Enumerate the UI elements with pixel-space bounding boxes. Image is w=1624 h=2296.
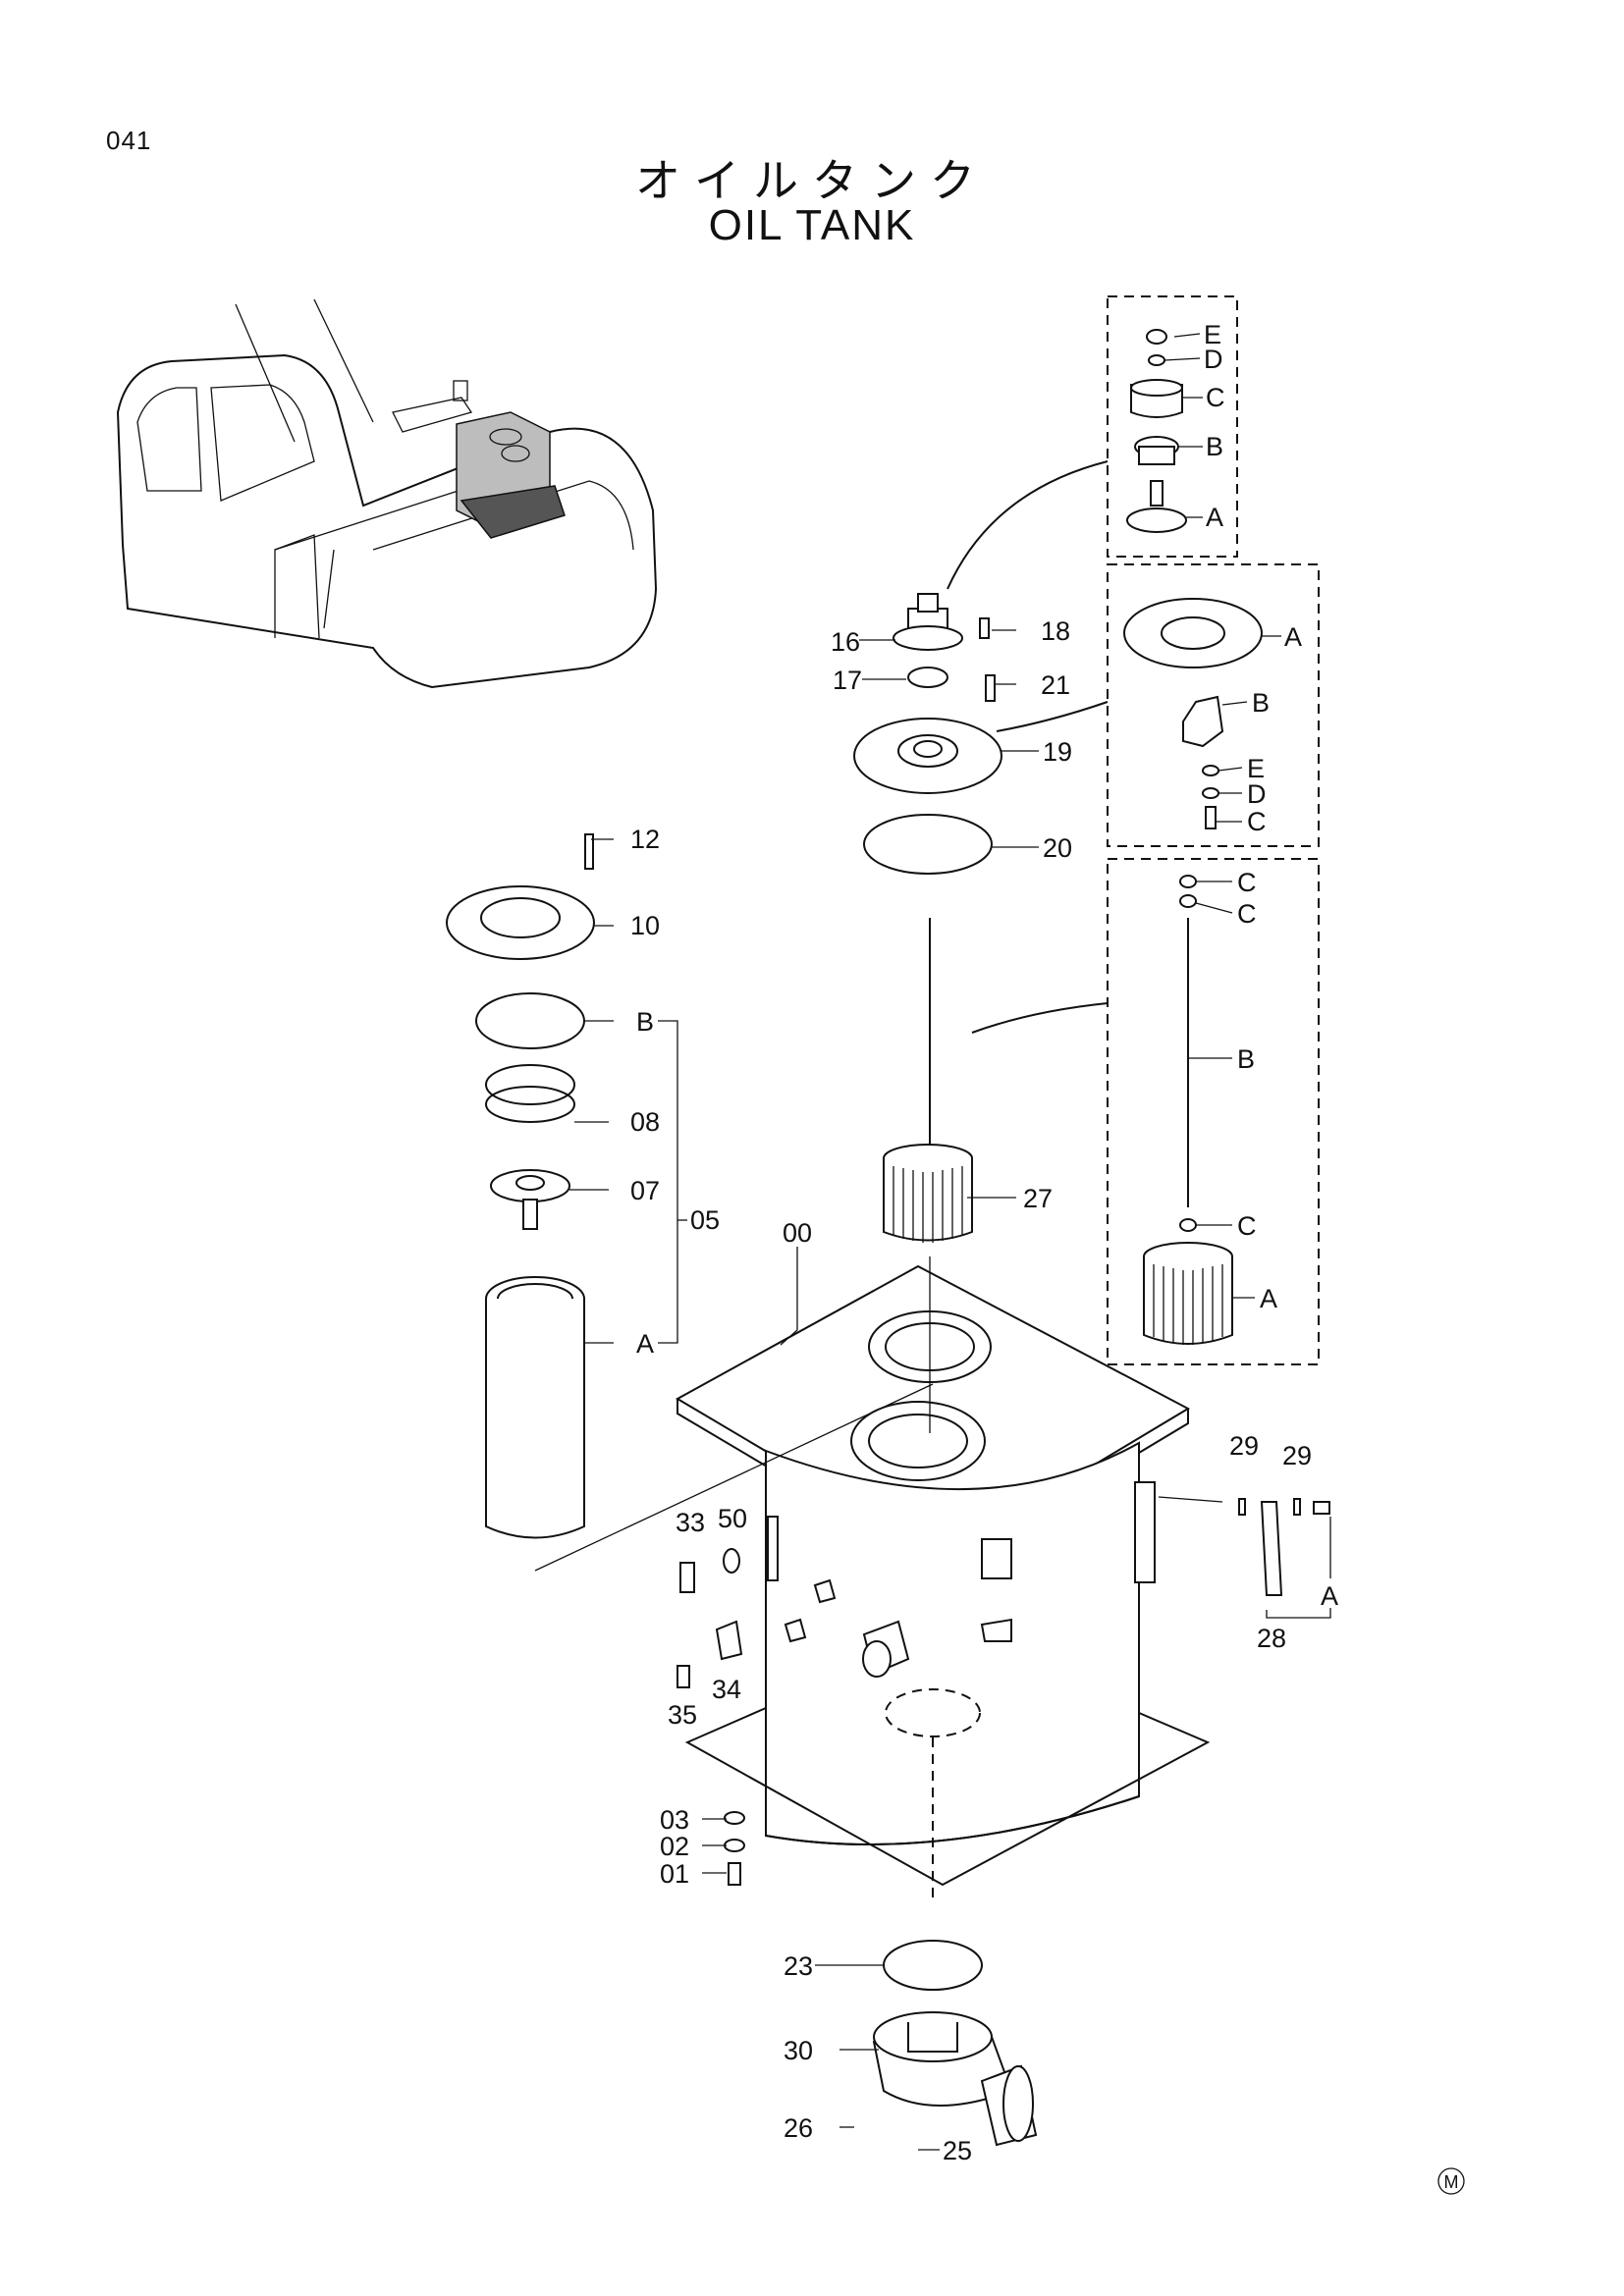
label-26: 26	[784, 2113, 813, 2143]
label-b-box3: B	[1237, 1044, 1255, 1074]
label-21: 21	[1041, 670, 1070, 700]
cover-detail-parts	[1123, 598, 1263, 829]
m-mark-letter: M	[1444, 2172, 1459, 2192]
return-filter-assembly-05	[446, 833, 595, 1539]
detail-box-filter	[1107, 858, 1320, 1365]
label-b-05: B	[636, 1007, 654, 1037]
m-mark: M	[1437, 2167, 1465, 2195]
label-20: 20	[1043, 833, 1072, 863]
label-12: 12	[630, 825, 660, 854]
label-a-box1: A	[1206, 503, 1223, 532]
label-c-box1: C	[1206, 383, 1225, 412]
label-25: 25	[943, 2136, 972, 2165]
label-34: 34	[712, 1675, 741, 1704]
filter-leader-line	[534, 1383, 934, 1572]
breather-cover-parts	[853, 593, 1002, 875]
label-29-right: 29	[1282, 1441, 1312, 1470]
left-side-small-parts	[677, 1548, 745, 1886]
callout-curve-3	[971, 1002, 1109, 1034]
bracket-parts-28-29	[1238, 1498, 1330, 1596]
label-29-left: 29	[1229, 1431, 1259, 1461]
suction-fitting-30	[872, 1940, 1038, 2147]
label-35: 35	[668, 1700, 697, 1730]
label-e-box2: E	[1247, 754, 1265, 783]
label-02: 02	[660, 1832, 689, 1861]
filter-detail-parts	[1143, 875, 1233, 1345]
oil-tank-body	[675, 1264, 1211, 1904]
label-e-box1: E	[1204, 320, 1221, 349]
label-a-box2: A	[1284, 622, 1302, 652]
label-03: 03	[660, 1805, 689, 1835]
label-c1-box3: C	[1237, 868, 1257, 897]
detail-box-breather	[1107, 295, 1238, 558]
callout-curve-2	[996, 701, 1109, 732]
page-title-japanese: オイルタンク	[635, 154, 989, 207]
label-28: 28	[1257, 1624, 1286, 1653]
part-labels: 12 10 B 08 07 05 A 00 16 17 18 21 19 20 …	[630, 320, 1338, 2165]
page-title: OIL TANK	[708, 201, 916, 249]
label-16: 16	[831, 627, 860, 657]
excavator-overview-illustration	[116, 298, 658, 689]
label-c2-box3: C	[1237, 899, 1257, 929]
breather-detail-parts	[1126, 329, 1187, 533]
label-a-box3: A	[1260, 1284, 1277, 1313]
label-50: 50	[718, 1504, 747, 1533]
label-19: 19	[1043, 737, 1072, 767]
page-number: 041	[106, 126, 152, 155]
label-07: 07	[630, 1176, 660, 1205]
label-b-box1: B	[1206, 432, 1223, 461]
leader-lines	[569, 333, 1331, 2151]
label-d-box2: D	[1247, 779, 1267, 809]
label-23: 23	[784, 1951, 813, 1981]
label-10: 10	[630, 911, 660, 940]
detail-box-cover	[1107, 563, 1320, 847]
label-a-28: A	[1321, 1581, 1338, 1611]
label-30: 30	[784, 2036, 813, 2065]
label-00: 00	[783, 1218, 812, 1248]
label-c3-box3: C	[1237, 1211, 1257, 1241]
label-08: 08	[630, 1107, 660, 1137]
label-c-box2: C	[1247, 807, 1267, 836]
callout-curve-1	[947, 460, 1109, 590]
label-a-05: A	[636, 1329, 654, 1359]
label-33: 33	[676, 1508, 705, 1537]
label-18: 18	[1041, 616, 1070, 646]
filter-element-27	[883, 1144, 973, 1243]
label-d-box1: D	[1204, 345, 1223, 374]
label-b-box2: B	[1252, 688, 1270, 718]
label-17: 17	[833, 666, 862, 695]
label-01: 01	[660, 1859, 689, 1889]
label-05: 05	[690, 1205, 720, 1235]
label-27: 27	[1023, 1184, 1053, 1213]
